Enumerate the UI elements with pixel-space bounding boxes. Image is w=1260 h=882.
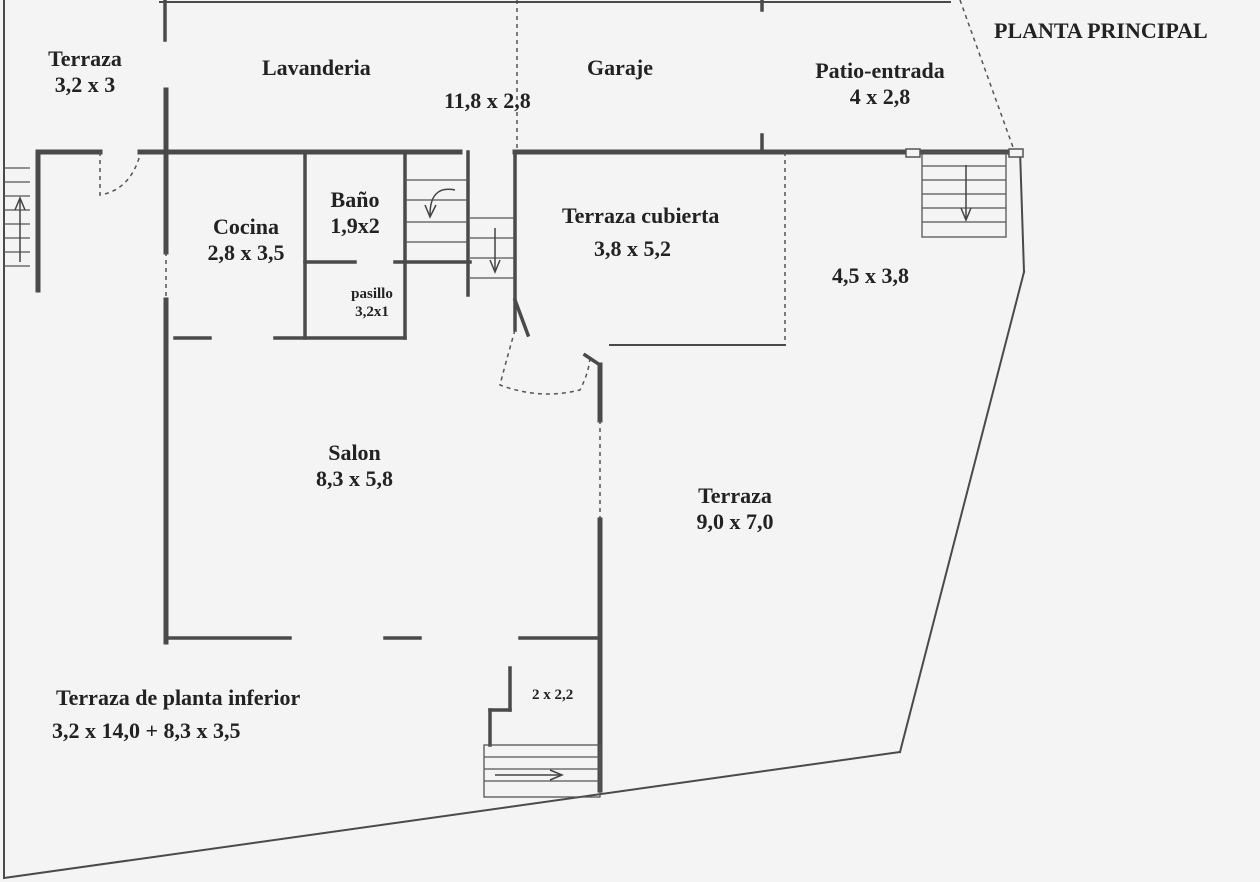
- room-name: Baño: [330, 187, 380, 212]
- room-cocina: Cocina 2,8 x 3,5: [186, 214, 306, 266]
- room-name: Cocina: [213, 214, 279, 239]
- room-terraza-top-left: Terraza 3,2 x 3: [30, 46, 140, 98]
- room-bano: Baño 1,9x2: [310, 187, 400, 239]
- room-small-size: 2 x 2,2: [532, 687, 574, 703]
- room-name: Terraza: [48, 46, 122, 71]
- room-lavanderia: Lavanderia: [262, 55, 371, 80]
- room-terraza-cubierta-size: 3,8 x 5,2: [594, 236, 671, 261]
- room-garaje-name: Garaje: [587, 55, 653, 80]
- room-terraza-inferior-size: 3,2 x 14,0 + 8,3 x 3,5: [52, 718, 241, 743]
- room-patio-entrada: Patio-entrada 4 x 2,8: [790, 58, 970, 110]
- bottom-staircase: [483, 744, 601, 798]
- room-terraza-side-size: 4,5 x 3,8: [832, 263, 909, 288]
- room-size: 2,8 x 3,5: [207, 240, 285, 265]
- room-size: 3,2x1: [355, 304, 389, 320]
- room-garaje-size: 11,8 x 2,8: [444, 88, 531, 113]
- room-pasillo: pasillo 3,2x1: [332, 285, 412, 321]
- left-staircase: [4, 167, 30, 267]
- room-name: Terraza: [698, 483, 772, 508]
- plan-title: PLANTA PRINCIPAL: [994, 18, 1208, 43]
- room-salon: Salon 8,3 x 5,8: [292, 440, 417, 492]
- room-name: Patio-entrada: [815, 58, 945, 83]
- room-size: 1,9x2: [330, 213, 380, 238]
- kitchen-bath-walls: [163, 150, 517, 645]
- room-name: pasillo: [351, 286, 393, 302]
- room-size: 4 x 2,8: [849, 84, 911, 109]
- room-size: 9,0 x 7,0: [696, 509, 774, 534]
- room-terraza-cubierta-name: Terraza cubierta: [562, 203, 720, 228]
- room-terraza-inferior-name: Terraza de planta inferior: [56, 685, 301, 710]
- central-staircase: [405, 179, 515, 279]
- salon-walls: [168, 636, 602, 747]
- outer-walls: [2, 0, 1026, 880]
- room-size: 3,2 x 3: [54, 72, 116, 97]
- right-staircase: [921, 151, 1007, 238]
- top-walls: [159, 0, 951, 42]
- room-size: 8,3 x 5,8: [316, 466, 393, 491]
- room-name: Salon: [328, 440, 381, 465]
- room-terraza-main: Terraza 9,0 x 7,0: [675, 483, 795, 535]
